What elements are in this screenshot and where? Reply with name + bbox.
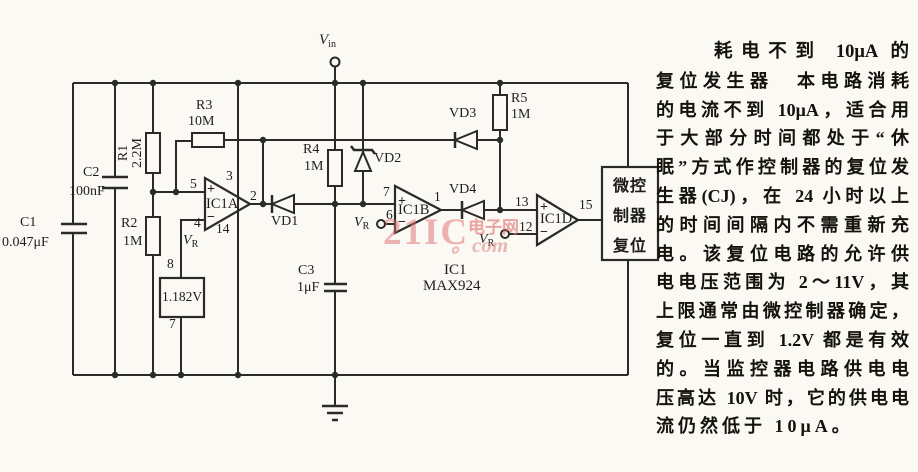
pin-3: 3	[226, 168, 233, 183]
zener-vd2	[353, 149, 373, 172]
vd2-label: VD2	[374, 151, 402, 166]
ic1d-label: IC1D	[540, 211, 573, 227]
pin-4: 4	[194, 215, 201, 230]
rails-and-border	[72, 82, 629, 376]
opamp-ic1d	[535, 193, 581, 247]
junction-dots	[111, 79, 504, 379]
ic1b-minus-sign: −	[398, 215, 406, 230]
ic1b-label: IC1B	[398, 202, 430, 218]
vd3-label: VD3	[449, 106, 477, 121]
vr-terminal-ic1b	[376, 219, 386, 229]
r1-value: 2.2M	[130, 138, 145, 168]
r4-value: 1M	[304, 159, 324, 174]
pin-7-ref: 7	[169, 316, 176, 331]
resistor-r2	[145, 216, 161, 256]
article-line: 流仍然低于 10μA。	[656, 416, 854, 437]
ic1b-plus-sign: +	[398, 194, 406, 209]
diode-vd4	[459, 199, 485, 221]
ic1d-plus-sign: +	[540, 200, 548, 215]
vr-label-ic1b: VR	[354, 215, 370, 232]
r1-name: R1	[116, 144, 131, 162]
c2-name: C2	[83, 165, 100, 180]
article-line: 耗电不到 10μA 的	[714, 42, 909, 62]
opamp-ic1a	[203, 176, 253, 232]
ic1a-plus-sign: +	[207, 182, 215, 197]
vd4-label: VD4	[449, 182, 477, 197]
article-line: 的时间间隔内不需重新充	[656, 214, 909, 235]
diode-vd1	[269, 193, 295, 215]
c1-value: 0.047μF	[2, 235, 49, 250]
ground-icon	[322, 404, 348, 422]
pin-1: 1	[434, 189, 441, 204]
r4-name: R4	[303, 142, 320, 157]
c2-capacitor	[102, 175, 128, 190]
c3-capacitor	[324, 282, 347, 293]
article-line: 的。当监控器电路供电电	[656, 358, 909, 379]
reference-box	[158, 276, 206, 319]
mcu-line-3: 复位	[612, 237, 647, 255]
r2-value: 1M	[123, 234, 143, 249]
vr-label-ic1d: VR	[479, 232, 495, 249]
mcu-line-2: 制器	[612, 207, 647, 225]
r1-label: R1 2.2M	[116, 127, 145, 179]
pin-14: 14	[216, 221, 230, 236]
pin-6: 6	[386, 207, 393, 222]
article-line: 电电压范围为 2～11V，其	[656, 272, 909, 293]
pin-12: 12	[519, 219, 533, 234]
r5-value: 1M	[511, 107, 531, 122]
r3-name: R3	[196, 98, 213, 113]
article-line: 的电流不到 10μA，适合用	[656, 99, 909, 120]
article-text: 耗电不到 10μA 的 复位发生器 本电路消耗 的电流不到 10μA，适合用 于…	[656, 38, 909, 441]
vr-label-ic1a: VR	[183, 233, 199, 250]
c1-name: C1	[20, 215, 37, 230]
ic1d-minus-sign: −	[540, 225, 548, 240]
ref-branch	[180, 219, 205, 375]
c2-value: 100nF	[69, 184, 105, 199]
c1-capacitor	[61, 222, 87, 235]
article-line: 电。该复位电路的允许供	[656, 243, 909, 264]
mcu-line-1: 微控	[612, 177, 647, 195]
resistor-r1	[145, 132, 161, 174]
mcu-reset-box	[600, 165, 660, 262]
pin-13: 13	[515, 194, 529, 209]
ic1a-label: IC1A	[206, 196, 239, 212]
article-line: 复位一直到 1.2V 都是有效	[656, 329, 909, 350]
vr-terminal-ic1d	[500, 229, 510, 239]
pin-15: 15	[579, 197, 593, 212]
pin-8: 8	[167, 256, 174, 271]
article-line: 于大部分时间都处于“休	[656, 128, 909, 149]
article-line: 复位发生器 本电路消耗	[656, 70, 909, 91]
article-line: 眠”方式作控制器的复位发	[656, 157, 909, 178]
reference-voltage: 1.182V	[161, 289, 203, 304]
pin-5: 5	[190, 176, 197, 191]
pin-2: 2	[250, 188, 257, 203]
mcu-reset-box-text: 微控 制器 复位	[602, 167, 658, 260]
ic1-name: IC1	[444, 262, 467, 278]
diode-vd3	[452, 129, 478, 151]
article-line: 生器(CJ)，在 24 小时以上	[656, 185, 909, 206]
c3-name: C3	[298, 263, 315, 278]
vd1-label: VD1	[271, 214, 299, 229]
r5-name: R5	[511, 91, 528, 106]
resistor-r3	[191, 132, 225, 148]
opamp-ic1b	[393, 184, 444, 235]
article-line: 上限通常由微控制器确定，	[656, 301, 909, 322]
r5-branch	[477, 83, 501, 210]
r3-value: 10M	[188, 114, 215, 129]
watermark-com: 。com	[451, 233, 509, 257]
vin-label: Vin	[319, 32, 336, 50]
ic1-part-number: MAX924	[423, 278, 481, 294]
watermark-cn: 电子网	[468, 218, 519, 237]
watermark-21ic: 21IC	[383, 212, 470, 253]
resistor-r5	[492, 94, 508, 131]
vin-terminal	[329, 56, 341, 68]
r2-name: R2	[121, 216, 138, 231]
pin-7: 7	[383, 184, 390, 199]
ic1a-minus-sign: −	[207, 210, 215, 225]
c3-value: 1μF	[297, 280, 320, 295]
resistor-r4	[327, 149, 343, 187]
article-line: 压高达 10V 时，它的供电电	[656, 387, 909, 408]
